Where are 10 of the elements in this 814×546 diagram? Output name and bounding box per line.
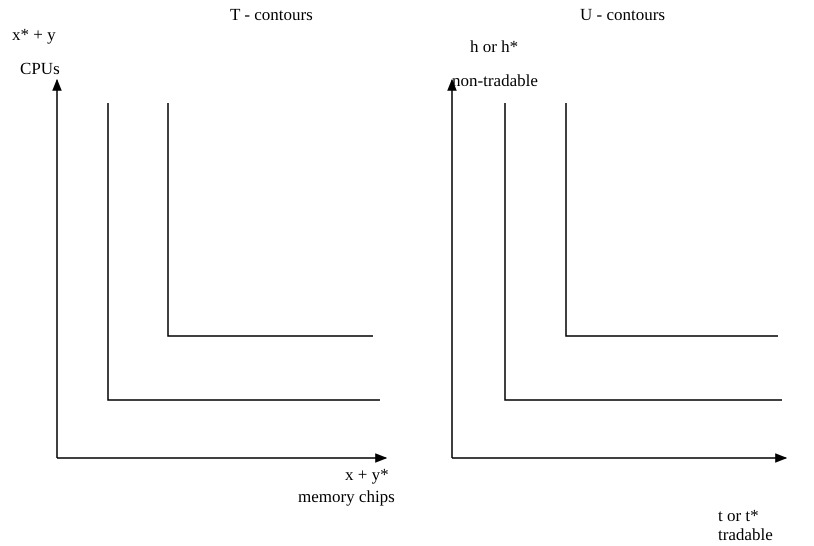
axis-label: x + y*: [345, 466, 389, 485]
axis-label: tradable: [718, 526, 773, 545]
axis-label: memory chips: [298, 488, 395, 507]
axis-label: t or t*: [718, 507, 759, 526]
axis-label: h or h*: [470, 38, 518, 57]
axis-label: CPUs: [20, 60, 60, 79]
axis-label: x* + y: [12, 26, 56, 45]
panel-title: T - contours: [230, 6, 313, 25]
panel-title: U - contours: [580, 6, 665, 25]
axis-label: non-tradable: [452, 72, 538, 91]
